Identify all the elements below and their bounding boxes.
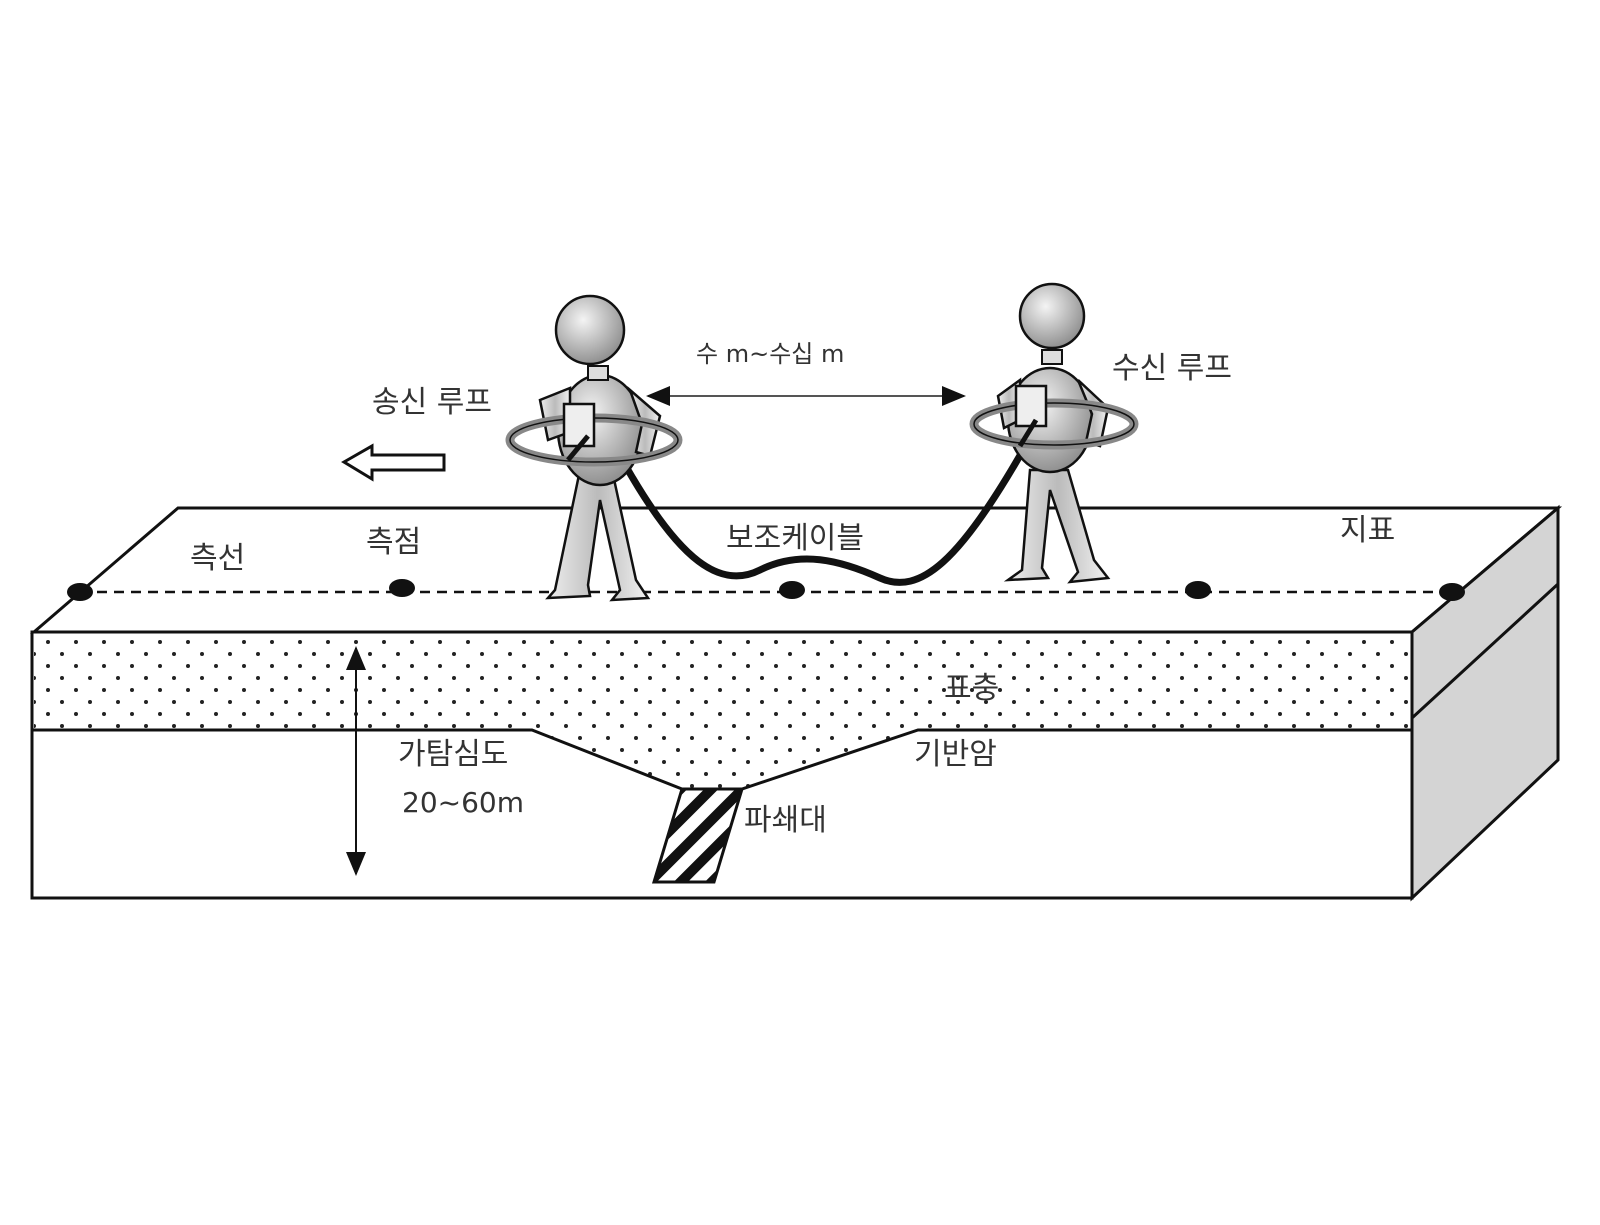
station-marker bbox=[1185, 581, 1211, 599]
bedrock-label: 기반암 bbox=[914, 737, 997, 772]
transmitter-operator-figure bbox=[505, 294, 683, 602]
direction-arrow-icon bbox=[341, 443, 446, 482]
ground-block bbox=[29, 504, 1563, 902]
fracture-zone bbox=[651, 787, 745, 884]
depth-range-label: 20~60m bbox=[402, 786, 524, 819]
survey-line bbox=[67, 579, 1465, 601]
fracture-zone-label: 파쇄대 bbox=[744, 803, 827, 838]
head bbox=[1018, 282, 1086, 350]
station-marker bbox=[1439, 583, 1465, 601]
head bbox=[554, 294, 626, 366]
surface-layer-label: 표충 bbox=[944, 671, 999, 706]
spacing-label: 수 m~수십 m bbox=[696, 340, 844, 368]
survey-line-label: 측선 bbox=[190, 541, 245, 576]
surface-layer bbox=[34, 634, 1410, 789]
ground-surface-label: 지표 bbox=[1340, 513, 1395, 548]
auxiliary-cable bbox=[624, 450, 1026, 586]
station-marker bbox=[779, 581, 805, 599]
receiver-operator-figure bbox=[969, 282, 1139, 584]
station-label: 측점 bbox=[366, 525, 421, 560]
aux-cable-label: 보조케이블 bbox=[726, 521, 864, 556]
transmit-loop-label: 송신 루프 bbox=[372, 385, 492, 420]
station-marker bbox=[389, 579, 415, 597]
station-marker bbox=[67, 583, 93, 601]
receive-loop-label: 수신 루프 bbox=[1112, 351, 1232, 386]
exploration-depth-label: 가탐심도 bbox=[398, 737, 508, 772]
